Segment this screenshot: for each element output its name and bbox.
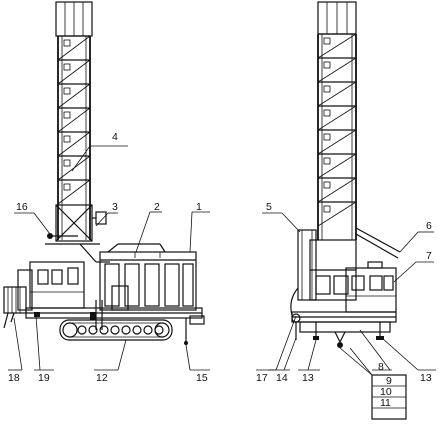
hanging-hose	[290, 287, 299, 316]
callout-3: 3	[112, 201, 118, 213]
callout-2: 2	[154, 201, 160, 213]
mast-lattice-end	[317, 33, 357, 240]
mast-crown-end	[317, 1, 357, 35]
callout-13-right: 13	[420, 372, 432, 384]
mast-crown	[55, 1, 93, 37]
mast-base-frame-end	[309, 239, 357, 301]
callout-8: 8	[378, 361, 384, 373]
leader-lines	[8, 145, 436, 420]
callout-7: 7	[426, 250, 432, 262]
callout-1: 1	[196, 201, 202, 213]
callout-labels: 4 16 3 2 1 18 19 12 15 5 6 7 17 14 13 8 …	[8, 131, 432, 409]
side-view	[3, 1, 205, 345]
callout-5: 5	[266, 201, 272, 213]
crawler-track	[59, 319, 173, 341]
end-brace	[355, 227, 401, 259]
callout-13-left: 13	[302, 372, 314, 384]
fluid-tank-column	[297, 229, 317, 301]
power-unit-housing	[99, 243, 197, 311]
mast-base	[45, 204, 110, 263]
lower-frame-end	[291, 311, 397, 348]
callout-12: 12	[96, 372, 108, 384]
callout-18: 18	[8, 372, 20, 384]
chassis-deck	[25, 300, 205, 345]
callout-16: 16	[16, 201, 28, 213]
callout-15: 15	[196, 372, 208, 384]
ramp-frame	[3, 286, 27, 329]
callout-14: 14	[276, 372, 288, 384]
callout-4: 4	[112, 131, 118, 143]
operator-cabin-left	[17, 261, 85, 311]
callout-10: 10	[380, 386, 392, 398]
callout-17: 17	[256, 372, 268, 384]
callout-19: 19	[38, 372, 50, 384]
callout-6: 6	[426, 220, 432, 232]
end-view	[290, 1, 401, 348]
callout-9: 9	[386, 375, 392, 387]
mast-lattice	[57, 35, 91, 240]
callout-11: 11	[380, 397, 391, 409]
